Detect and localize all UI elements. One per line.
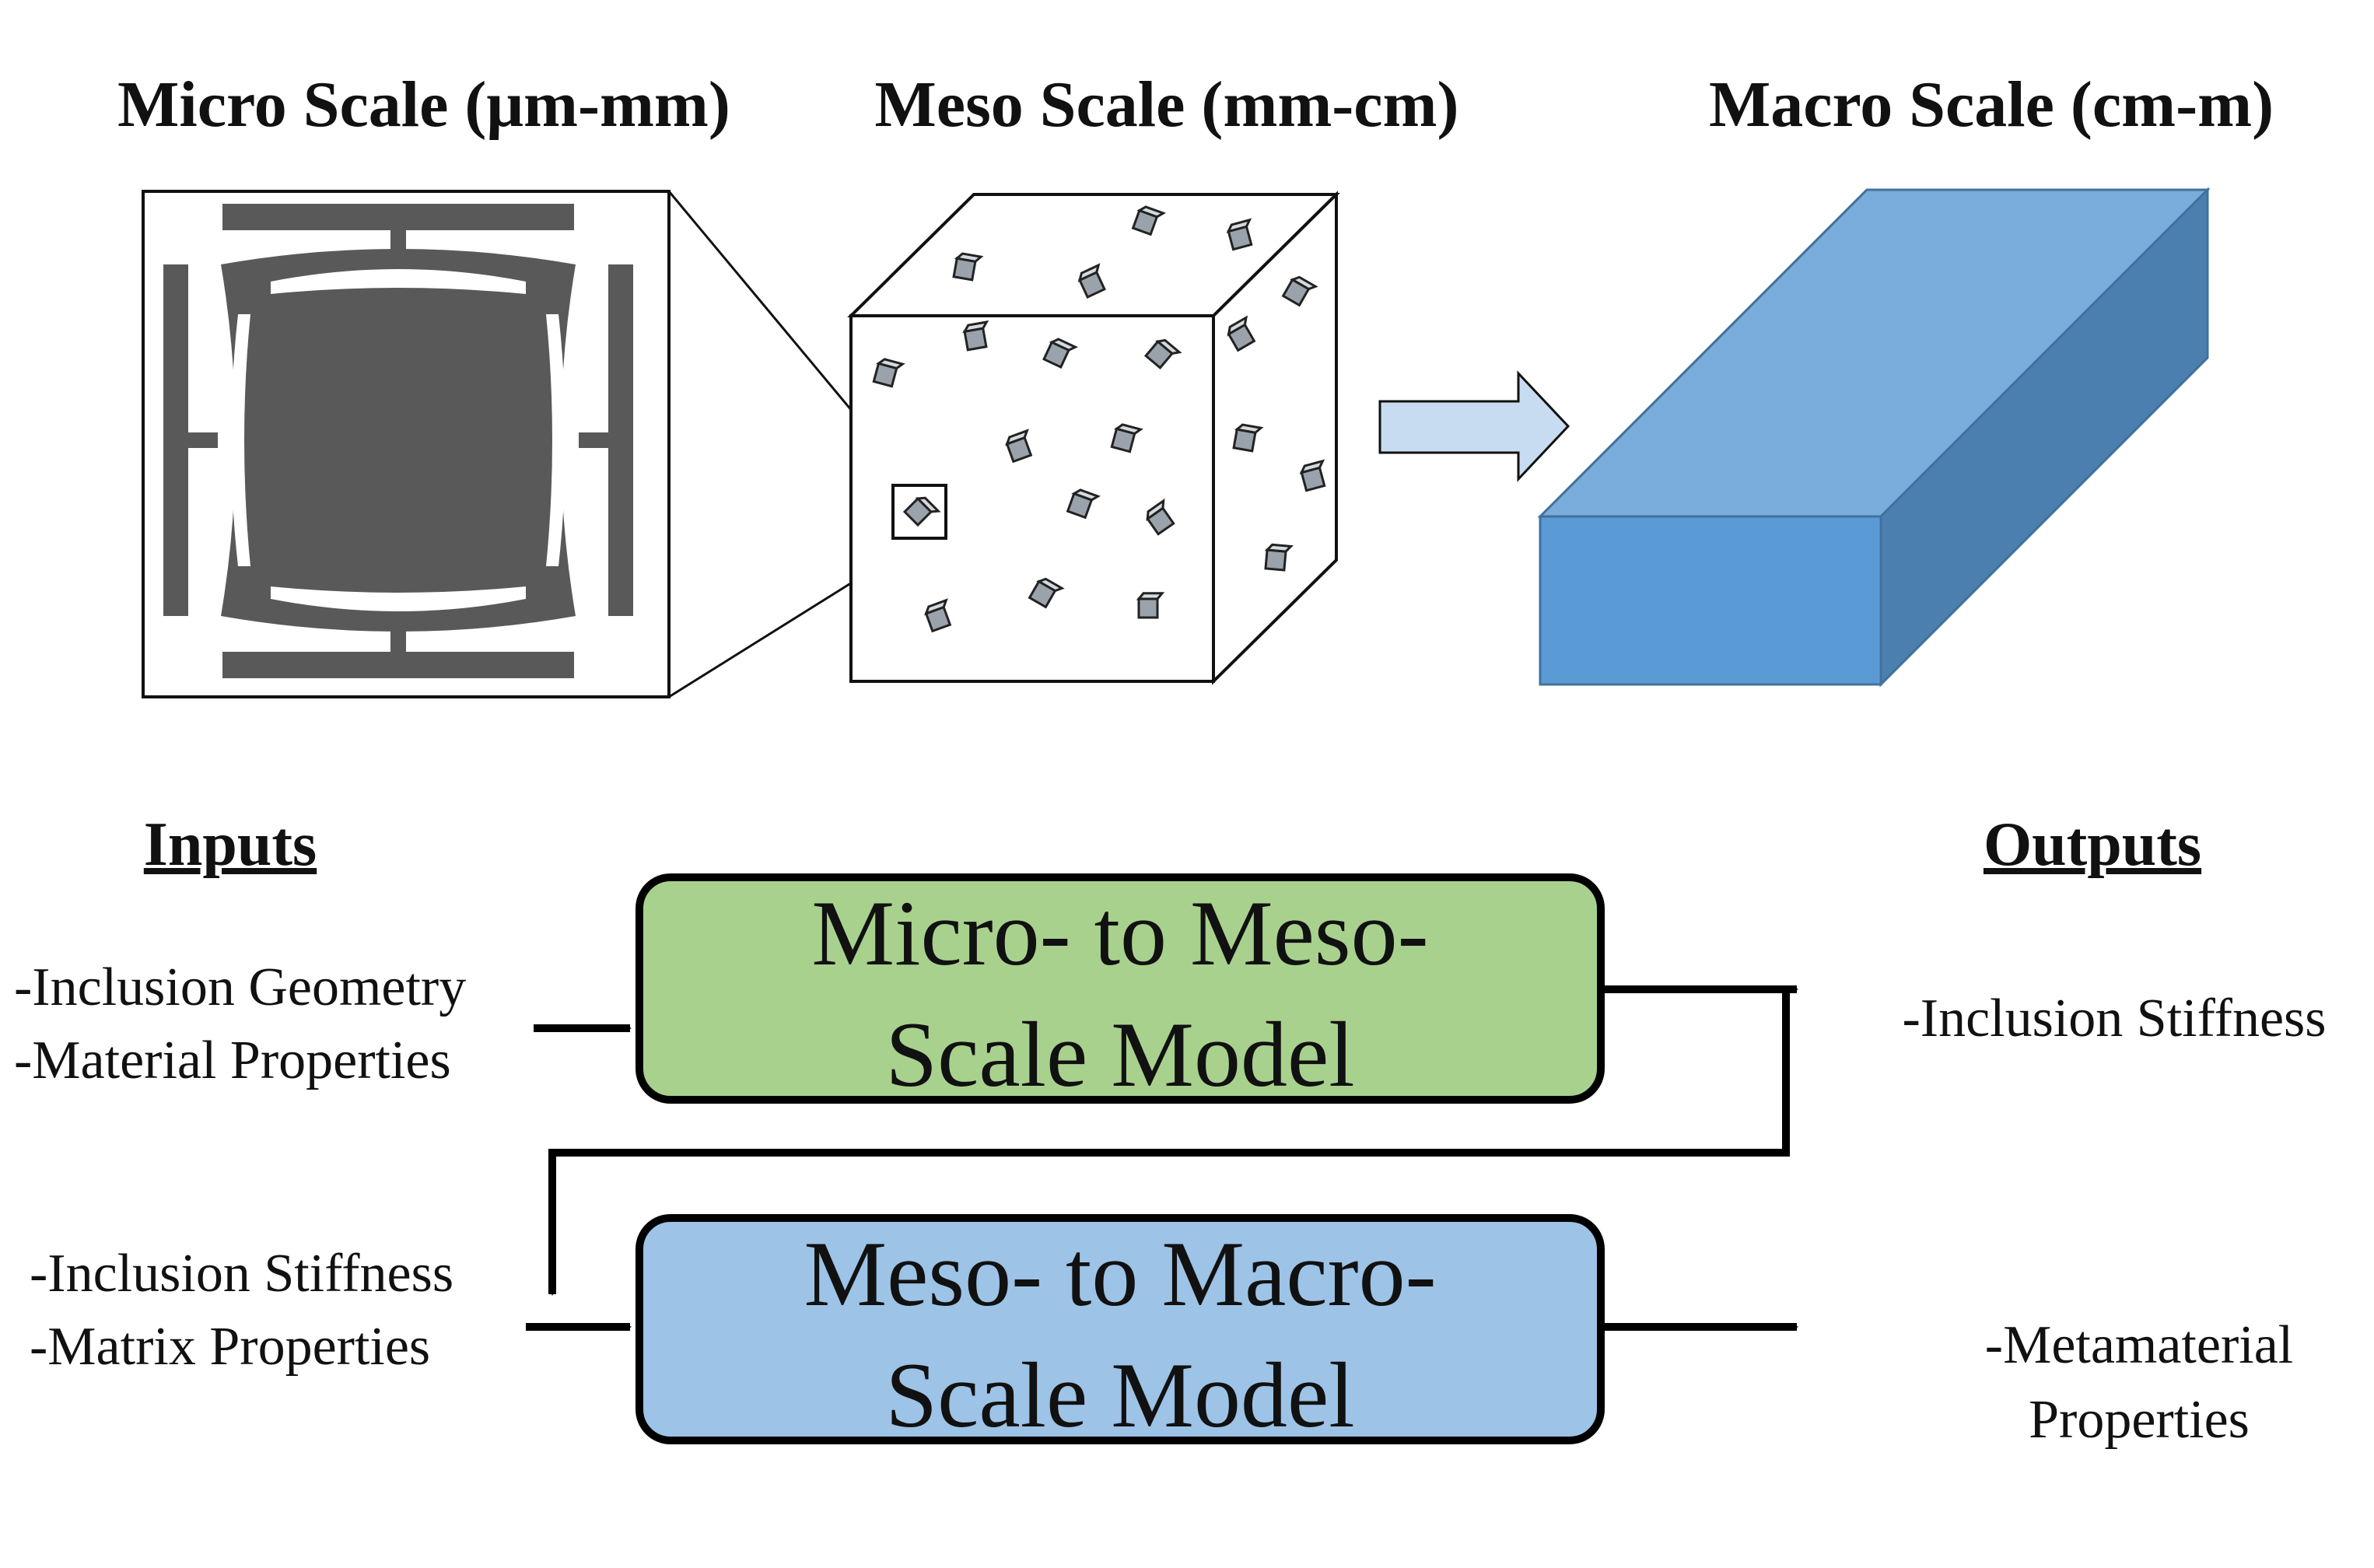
inclusion-particle	[1005, 429, 1033, 464]
inclusion-particle	[1281, 275, 1318, 307]
inclusion-particle	[924, 598, 952, 633]
inclusion-particle	[1028, 577, 1065, 609]
feedback-connector-arrow	[548, 989, 1790, 1296]
inclusion-particle	[1264, 543, 1294, 572]
model2-output-line2: Properties	[2029, 1390, 2250, 1450]
model2-label-line1: Meso- to Macro-	[804, 1222, 1436, 1325]
macro-scale-title: Macro Scale (cm-m)	[1709, 68, 2274, 141]
outputs-heading: Outputs	[1984, 810, 2201, 879]
inclusion-particle	[1227, 315, 1256, 352]
inclusion-particle	[872, 358, 905, 388]
micro-scale-title: Micro Scale (μm-mm)	[117, 68, 730, 141]
inclusion-particle	[1066, 488, 1101, 520]
model2-input-matrix: -Matrix Properties	[30, 1317, 430, 1377]
model1-output-stiffness: -Inclusion Stiffness	[1902, 989, 2326, 1048]
inclusion-particle	[1232, 423, 1264, 453]
inclusion-particle	[952, 252, 984, 282]
inclusion-particle	[962, 320, 989, 352]
inclusion-particle	[1146, 498, 1175, 536]
inclusion-particle	[1143, 338, 1182, 370]
inclusion-particle	[1077, 263, 1106, 299]
scale-up-arrow	[1378, 370, 1570, 482]
macro-block	[1537, 187, 2211, 688]
model2-output-line1: -Metamaterial	[1985, 1315, 2293, 1375]
inclusion-particle	[1110, 423, 1143, 453]
inclusion-particles	[872, 205, 1326, 633]
inputs-heading: Inputs	[144, 810, 317, 879]
model2-label-line2: Scale Model	[885, 1343, 1354, 1447]
inclusion-particle	[1131, 205, 1167, 236]
model1-label-line1: Micro- to Meso-	[811, 881, 1428, 985]
zoom-highlight-box	[891, 484, 947, 540]
meso-scale-title: Meso Scale (mm-cm)	[875, 68, 1459, 141]
model1-input-geometry: -Inclusion Geometry	[14, 957, 466, 1017]
micro-unit-cell	[142, 190, 671, 698]
inclusion-particle	[902, 496, 941, 527]
model2-input-stiffness: -Inclusion Stiffness	[30, 1244, 453, 1304]
meso-cube	[847, 191, 1340, 685]
model1-input-material: -Material Properties	[14, 1031, 451, 1090]
inclusion-particle	[1042, 338, 1078, 369]
inclusion-particle	[1136, 592, 1165, 619]
model1-label-line2: Scale Model	[885, 1003, 1354, 1106]
inclusion-particle	[1299, 459, 1326, 492]
inclusion-particle	[1226, 218, 1253, 251]
